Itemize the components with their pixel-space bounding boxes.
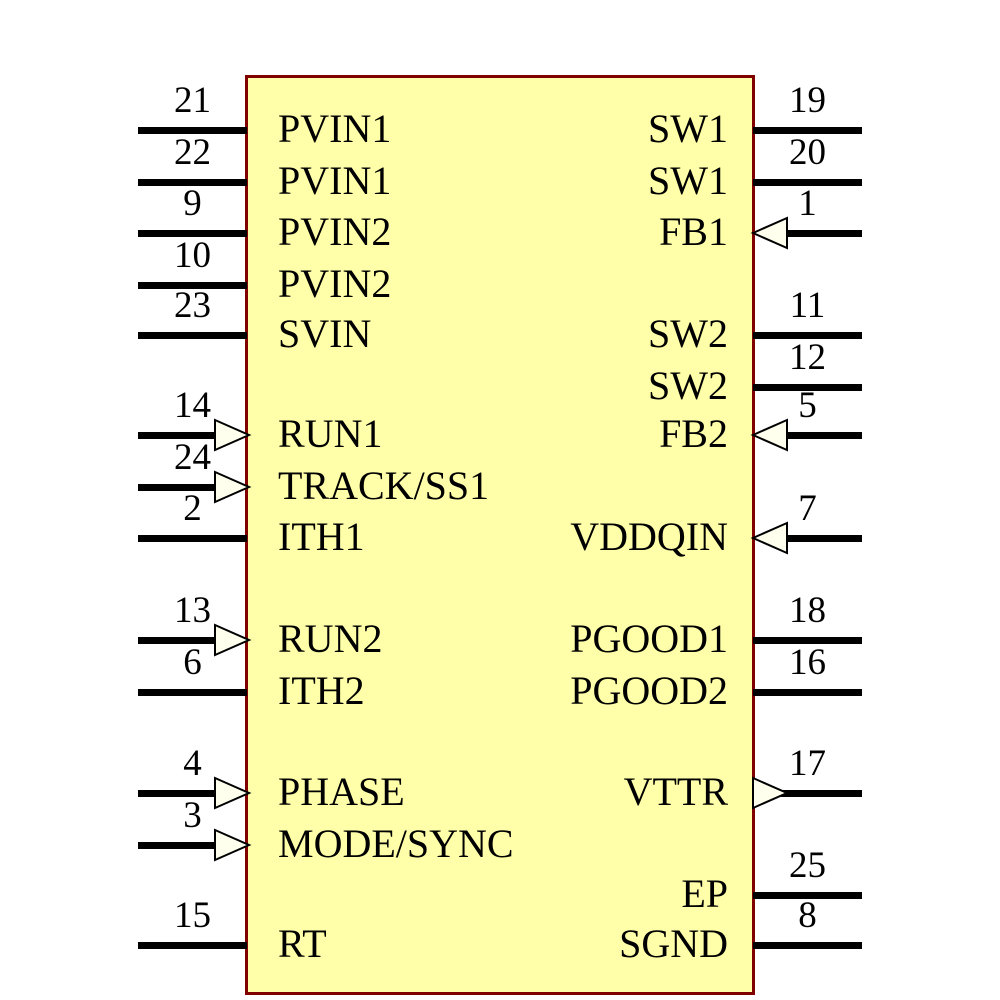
pin-direction-arrow-input-icon [750,418,788,452]
pin-direction-arrow-input-icon [214,623,252,657]
pin-lead-line [138,229,247,237]
pin-label: FB1 [659,209,728,254]
pin-number: 10 [174,235,211,276]
pin-lead-line [781,534,862,542]
pin-number: 1 [798,183,817,224]
pin-number: 23 [174,285,211,326]
pin-label: ITH2 [278,668,365,713]
pin-number: 21 [174,80,211,121]
pin-lead-line [753,891,862,899]
pin-label: SW1 [648,158,728,203]
pin-direction-arrow-input-icon [214,418,252,452]
pin-label: PHASE [278,769,405,814]
chip-body-rectangle [245,75,755,995]
pin-number: 7 [798,488,817,529]
pin-label: PVIN2 [278,209,392,254]
pin-direction-arrow-input-icon [750,521,788,555]
pin-number: 14 [174,385,211,426]
pin-number: 25 [789,845,826,886]
pin-lead-line [753,636,862,644]
pin-direction-arrow-input-icon [214,828,252,862]
pin-lead-line [138,178,247,186]
pin-label: RUN1 [278,411,383,456]
pin-lead-line [753,941,862,949]
pin-lead-line [138,281,247,289]
pin-number: 11 [789,285,826,326]
pin-lead-line [138,483,219,491]
pin-number: 6 [183,642,202,683]
pin-lead-line [753,688,862,696]
pin-label: RT [278,921,327,966]
pin-direction-arrow-output-icon [752,776,790,810]
pin-label: EP [681,871,728,916]
pin-label: PVIN2 [278,261,392,306]
pin-direction-arrow-input-icon [214,776,252,810]
pin-number: 20 [789,132,826,173]
pin-label: PVIN1 [278,158,392,203]
pin-label: PGOOD2 [570,668,728,713]
pin-lead-line [753,178,862,186]
pin-lead-line [753,383,862,391]
pin-direction-arrow-input-icon [750,216,788,250]
pin-lead-line [138,331,247,339]
pin-label: SVIN [278,311,372,356]
pin-label: FB2 [659,411,728,456]
pin-number: 3 [183,795,202,836]
pin-number: 22 [174,132,211,173]
pin-label: PGOOD1 [570,616,728,661]
pin-lead-line [138,941,247,949]
pin-number: 15 [174,895,211,936]
pin-number: 18 [789,590,826,631]
pin-number: 24 [174,437,211,478]
pin-lead-line [781,431,862,439]
pin-number: 17 [789,743,826,784]
pin-label: MODE/SYNC [278,821,514,866]
pin-number: 4 [183,743,202,784]
pin-lead-line [138,534,247,542]
pin-lead-line [138,431,219,439]
pin-lead-line [138,789,219,797]
pin-number: 5 [798,385,817,426]
pin-number: 19 [789,80,826,121]
pin-number: 9 [183,183,202,224]
pin-label: VDDQIN [570,514,728,559]
pin-lead-line [753,126,862,134]
pin-label: SW2 [648,311,728,356]
pin-label: SGND [619,921,728,966]
pin-lead-line [138,636,219,644]
pin-number: 8 [798,895,817,936]
pin-direction-arrow-input-icon [214,470,252,504]
pin-number: 16 [789,642,826,683]
pin-lead-line [781,789,862,797]
pin-label: SW2 [648,363,728,408]
pin-lead-line [138,126,247,134]
pin-lead-line [781,229,862,237]
pin-lead-line [753,331,862,339]
pin-label: ITH1 [278,514,365,559]
pin-number: 2 [183,488,202,529]
pin-number: 12 [789,337,826,378]
pin-label: RUN2 [278,616,383,661]
pin-label: TRACK/SS1 [278,463,490,508]
pin-number: 13 [174,590,211,631]
pin-label: SW1 [648,106,728,151]
pin-label: PVIN1 [278,106,392,151]
pin-lead-line [138,688,247,696]
pin-lead-line [138,841,219,849]
pin-label: VTTR [623,769,728,814]
